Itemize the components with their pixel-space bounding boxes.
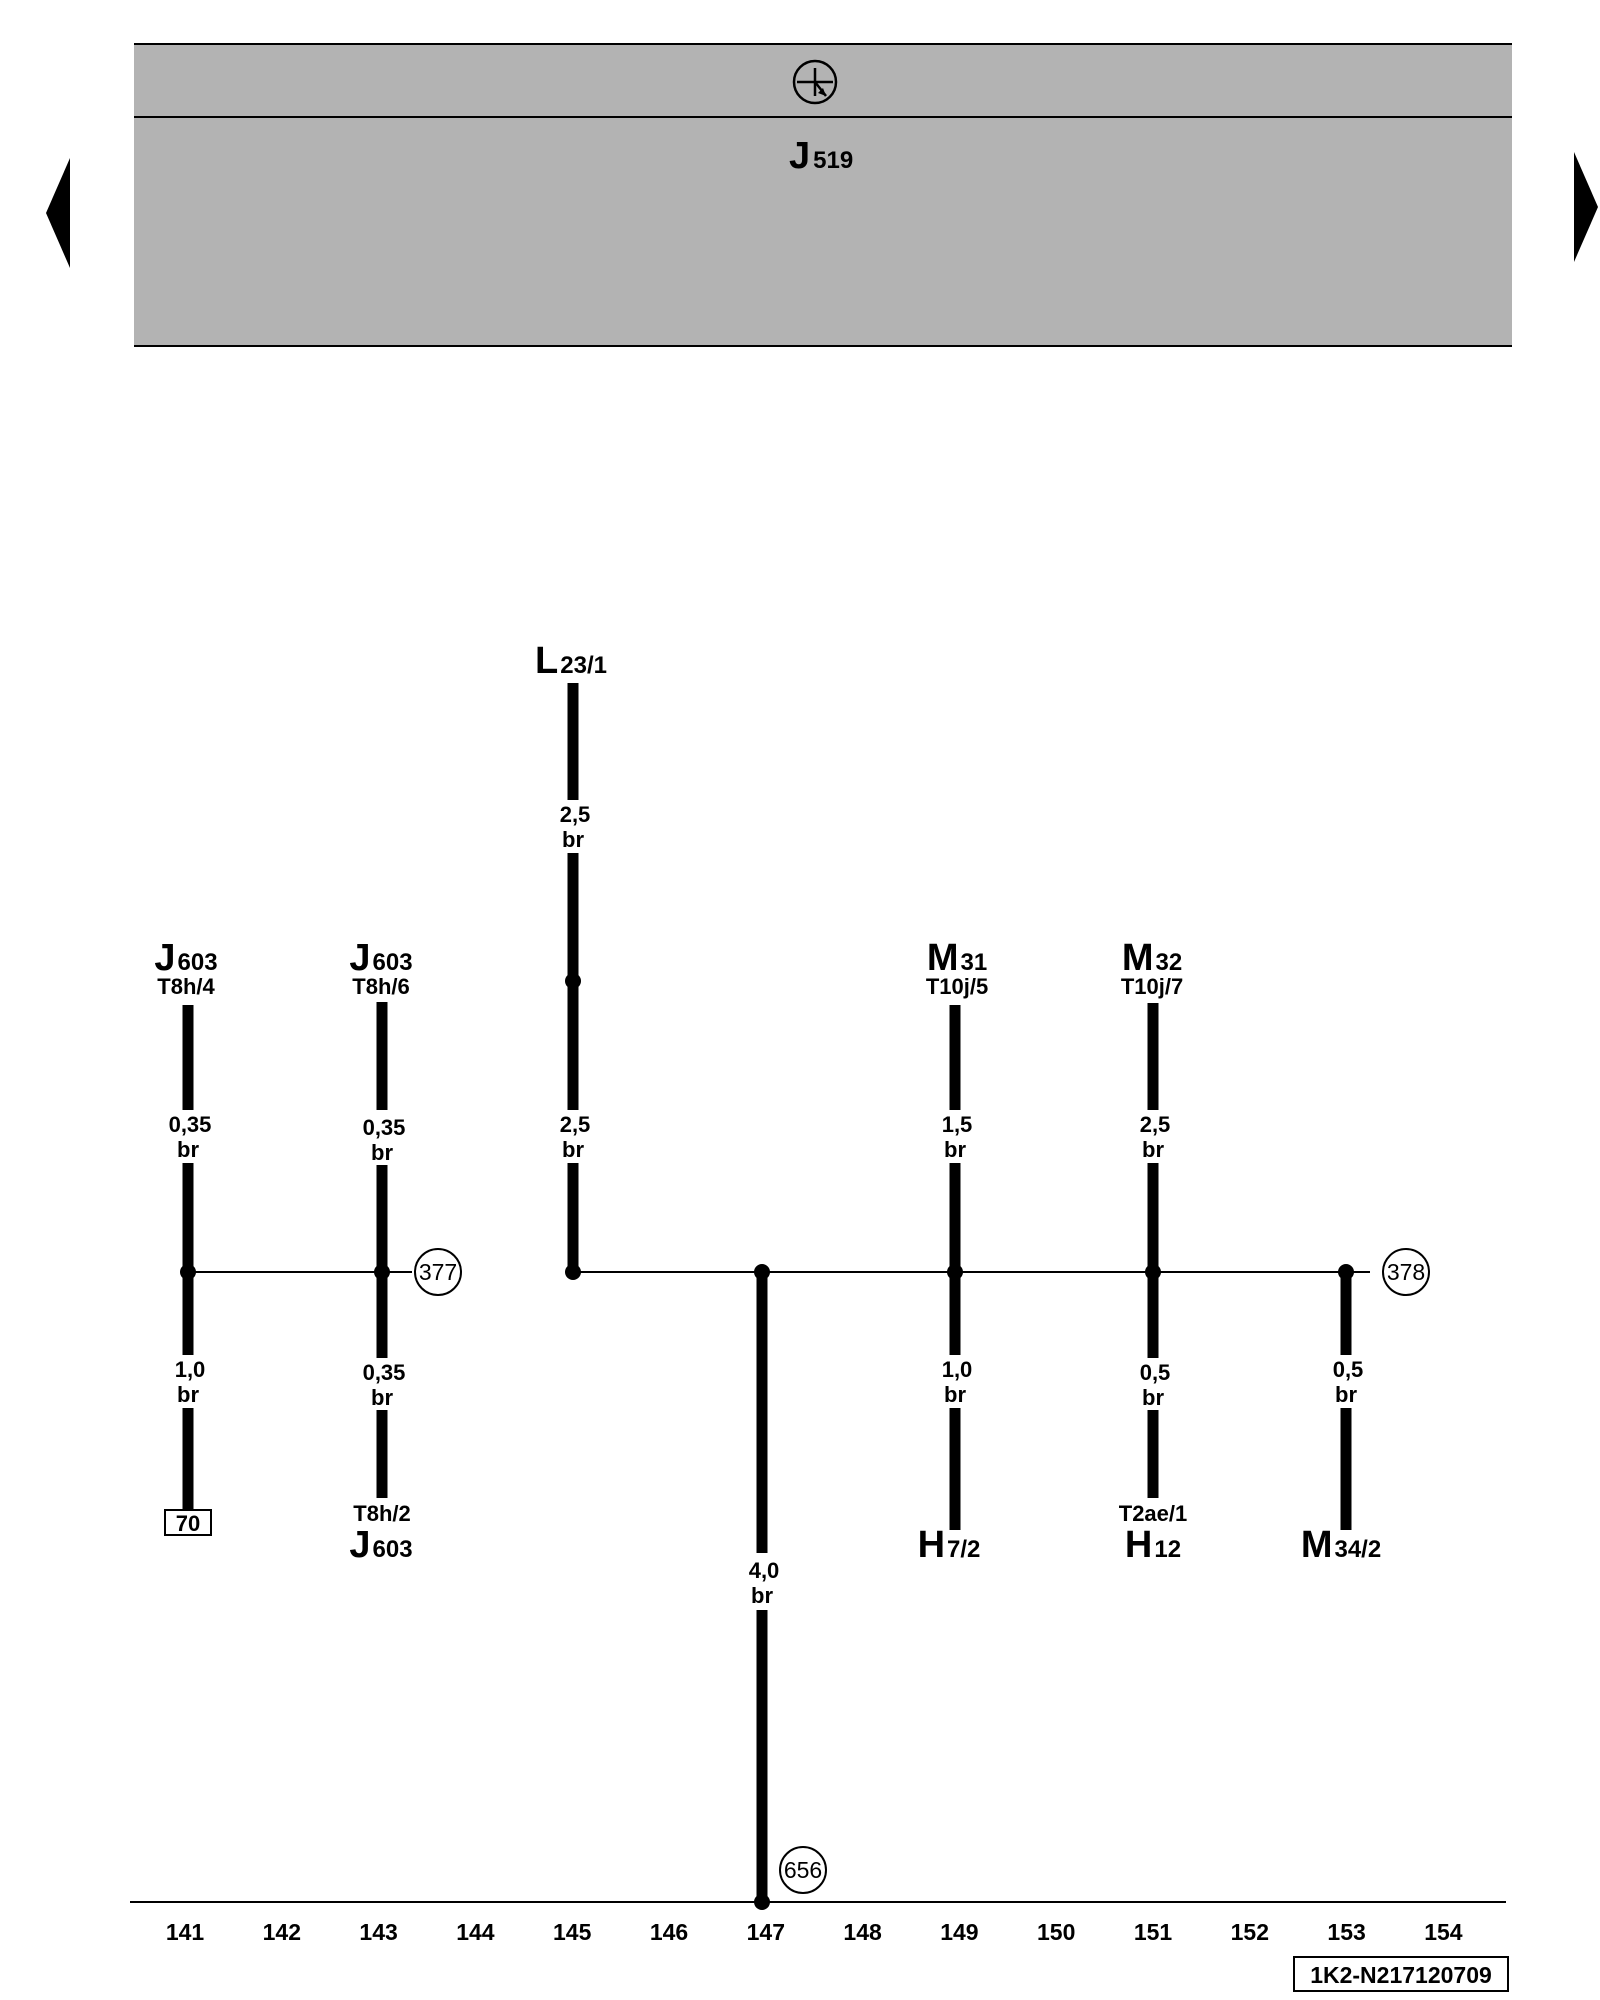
pin-M31: T10j/5 [926, 974, 988, 999]
column-number: 149 [940, 1919, 978, 1945]
svg-text:br: br [1142, 1137, 1164, 1162]
svg-text:br: br [177, 1137, 199, 1162]
column-number: 150 [1037, 1919, 1075, 1945]
svg-text:2,5: 2,5 [1140, 1112, 1171, 1137]
svg-text:br: br [751, 1583, 773, 1608]
svg-text:1K2-N217120709: 1K2-N217120709 [1310, 1962, 1492, 1988]
label-J603-a: J603 [154, 937, 217, 979]
label-M32: M32 [1122, 937, 1182, 979]
wire-segments [182, 683, 1352, 1902]
column-number: 147 [747, 1919, 785, 1945]
column-number: 152 [1231, 1919, 1269, 1945]
svg-text:0,5: 0,5 [1140, 1360, 1171, 1385]
svg-text:br: br [944, 1382, 966, 1407]
svg-text:br: br [944, 1137, 966, 1162]
column-number: 151 [1134, 1919, 1173, 1945]
pin-J603-b: T8h/6 [352, 974, 409, 999]
column-number: 145 [553, 1919, 592, 1945]
column-number: 148 [843, 1919, 882, 1945]
svg-text:2,5: 2,5 [560, 1112, 591, 1137]
column-numbers: 141 142 143 144 145 146 147 148 149 150 151 152 153 1… [166, 1919, 1463, 1945]
svg-text:378: 378 [1387, 1259, 1425, 1285]
svg-text:1,5: 1,5 [942, 1112, 973, 1137]
svg-text:0,35: 0,35 [363, 1360, 406, 1385]
pin-J603-c: T8h/2 [353, 1501, 410, 1526]
svg-text:br: br [562, 1137, 584, 1162]
svg-text:br: br [1335, 1382, 1357, 1407]
svg-text:br: br [1142, 1385, 1164, 1410]
connector-656: 656 [779, 1846, 827, 1894]
column-number: 142 [263, 1919, 301, 1945]
svg-text:br: br [562, 827, 584, 852]
next-page-icon[interactable] [1574, 152, 1598, 262]
connector-377: 377 [414, 1248, 462, 1296]
column-number: 146 [650, 1919, 688, 1945]
pin-M32: T10j/7 [1121, 974, 1183, 999]
drawing-reference: 1K2-N217120709 [1293, 1956, 1509, 1992]
label-H12: H12 [1125, 1524, 1181, 1566]
svg-text:0,5: 0,5 [1333, 1357, 1364, 1382]
ground-transistor-symbol-icon [792, 59, 838, 105]
connector-378: 378 [1382, 1248, 1430, 1296]
pin-J603-a: T8h/4 [157, 974, 215, 999]
column-number: 144 [456, 1919, 495, 1945]
junction-dots [180, 973, 1354, 1910]
label-H7: H7/2 [918, 1524, 981, 1566]
column-number: 154 [1424, 1919, 1463, 1945]
svg-text:4,0: 4,0 [749, 1558, 780, 1583]
svg-text:1,0: 1,0 [942, 1357, 973, 1382]
column-number: 153 [1327, 1919, 1365, 1945]
label-M34: M34/2 [1301, 1524, 1381, 1566]
label-J603-b: J603 [349, 937, 412, 979]
prev-page-icon[interactable] [46, 158, 70, 268]
svg-text:377: 377 [419, 1259, 457, 1285]
svg-text:br: br [371, 1140, 393, 1165]
pin-H12: T2ae/1 [1119, 1501, 1188, 1526]
column-number: 141 [166, 1919, 205, 1945]
svg-text:br: br [371, 1385, 393, 1410]
column-number: 143 [359, 1919, 397, 1945]
ref-box-70: 70 [164, 1509, 212, 1536]
svg-text:2,5: 2,5 [560, 802, 591, 827]
svg-text:656: 656 [784, 1857, 822, 1883]
svg-text:br: br [177, 1382, 199, 1407]
svg-text:0,35: 0,35 [363, 1115, 406, 1140]
svg-text:70: 70 [176, 1511, 200, 1536]
svg-text:0,35: 0,35 [169, 1112, 212, 1137]
label-M31: M31 [927, 937, 987, 979]
svg-text:1,0: 1,0 [175, 1357, 206, 1382]
wire-labels: 0,35 br 1,0 br 0,35 br 0,35 br 2,5 br 2,… [169, 802, 1364, 1608]
label-L23: L23/1 [535, 640, 607, 682]
label-J603-c: J603 [349, 1524, 412, 1566]
